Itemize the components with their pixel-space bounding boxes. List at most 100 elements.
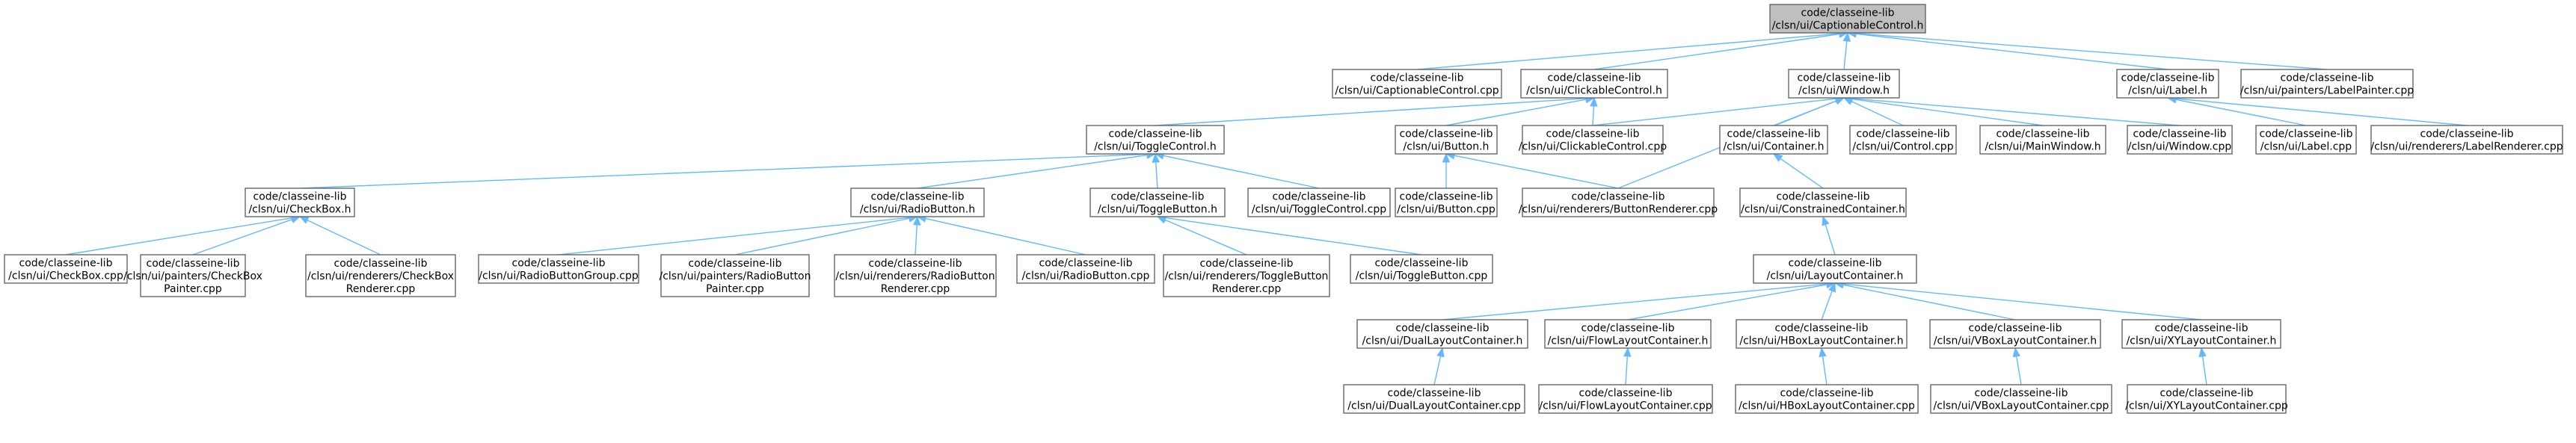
file-node-clickh[interactable]: code/classeine-lib/clsn/ui/ClickableCont… — [1520, 69, 1668, 99]
file-node-xycpp[interactable]: code/classeine-lib/clsn/ui/XYLayoutConta… — [2125, 384, 2288, 414]
edge-arrowhead — [298, 216, 310, 224]
edge-line — [1842, 284, 2016, 320]
file-node-radioh[interactable]: code/classeine-lib/clsn/ui/RadioButton.h — [850, 188, 985, 217]
file-node-duallayoutcpp[interactable]: code/classeine-lib/clsn/ui/DualLayoutCon… — [1343, 384, 1525, 414]
edge-line — [1163, 155, 1320, 189]
node-box — [478, 254, 639, 284]
file-node-mainwindowh[interactable]: code/classeine-lib/clsn/ui/MainWindow.h — [1979, 125, 2106, 155]
node-box — [1089, 188, 1226, 217]
dependency-edge-checkboxcpp-to-checkboxh — [65, 214, 301, 255]
file-node-containerh[interactable]: code/classeine-lib/clsn/ui/Container.h — [1719, 125, 1828, 155]
dependency-edge-hboxh-to-layouth — [1821, 282, 1836, 320]
dependency-edge-radiopainter-to-radioh — [734, 214, 919, 255]
file-node-toggleh[interactable]: code/classeine-lib/clsn/ui/ToggleControl… — [1086, 125, 1225, 155]
edge-line — [299, 153, 1148, 189]
dependency-edge-labelcpp-to-labelh — [2166, 96, 2307, 126]
node-label-line: /clsn/ui/VBoxLayoutContainer.h — [1934, 335, 2097, 347]
file-node-constrainedh[interactable]: code/classeine-lib/clsn/ui/ConstrainedCo… — [1739, 188, 1907, 217]
node-label-line: code/classeine-lib — [1975, 388, 2068, 400]
file-node-checkboxrenderer[interactable]: code/classeine-lib/clsn/ui/renderers/Che… — [305, 254, 456, 297]
file-node-windowcpp[interactable]: code/classeine-lib/clsn/ui/Window.cpp — [2127, 125, 2233, 155]
node-label-line: /clsn/ui/XYLayoutContainer.cpp — [2125, 400, 2288, 412]
node-label-line: code/classeine-lib — [253, 191, 347, 203]
node-box — [2255, 125, 2357, 155]
file-node-clickcpp[interactable]: code/classeine-lib/clsn/ui/ClickableCont… — [1519, 125, 1667, 155]
dependency-edge-radioh-to-toggleh — [917, 151, 1157, 189]
file-node-hboxcpp[interactable]: code/classeine-lib/clsn/ui/HBoxLayoutCon… — [1735, 384, 1919, 414]
node-label-line: code/classeine-lib — [1548, 72, 1641, 84]
dependency-edge-hboxcpp-to-hboxh — [1819, 347, 1828, 385]
edge-line — [1851, 98, 2044, 126]
node-label-line: code/classeine-lib — [869, 258, 962, 270]
node-label-line: /clsn/ui/ClickableControl.h — [1526, 85, 1662, 97]
node-box — [850, 188, 985, 217]
file-node-windowh[interactable]: code/classeine-lib/clsn/ui/Window.h — [1788, 69, 1900, 99]
file-node-radiorenderer[interactable]: code/classeine-lib/clsn/ui/renderers/Rad… — [834, 254, 997, 297]
edge-arrowhead — [913, 215, 921, 226]
file-node-hboxh[interactable]: code/classeine-lib/clsn/ui/HBoxLayoutCon… — [1736, 319, 1908, 349]
edge-arrowhead — [1828, 282, 1836, 293]
file-node-labelpainter[interactable]: code/classeine-lib/clsn/ui/painters/Labe… — [2240, 69, 2414, 99]
node-box — [834, 254, 997, 297]
edge-line — [1164, 219, 1247, 255]
edge-arrowhead — [1822, 215, 1830, 226]
edge-line — [1592, 98, 1836, 126]
node-box — [2127, 384, 2287, 414]
file-node-radiocpp[interactable]: code/classeine-lib/clsn/ui/RadioButton.c… — [1016, 254, 1155, 284]
node-label-line: code/classeine-lib — [334, 258, 428, 270]
file-node-capcpp[interactable]: code/classeine-lib/clsn/ui/CaptionableCo… — [1332, 69, 1502, 99]
edge-arrowhead — [1834, 97, 1845, 105]
file-node-radiopainter[interactable]: code/classeine-lib/clsn/ui/painters/Radi… — [660, 254, 811, 297]
file-node-controlcpp[interactable]: code/classeine-lib/clsn/ui/Control.cpp — [1849, 125, 1957, 155]
file-node-vboxcpp[interactable]: code/classeine-lib/clsn/ui/VBoxLayoutCon… — [1930, 384, 2112, 414]
edge-arrowhead — [1590, 96, 1598, 107]
dependency-edge-checkboxh-to-toggleh — [299, 150, 1157, 189]
node-box — [1522, 188, 1715, 217]
file-node-xyh[interactable]: code/classeine-lib/clsn/ui/XYLayoutConta… — [2121, 319, 2281, 349]
dependency-edge-flowlayoutcpp-to-flowlayouth — [1623, 347, 1632, 385]
node-box — [1163, 254, 1330, 297]
node-box — [1930, 384, 2112, 414]
file-node-togglecpp[interactable]: code/classeine-lib/clsn/ui/ToggleControl… — [1247, 188, 1391, 217]
node-box — [1332, 69, 1502, 99]
node-label-line: code/classeine-lib — [2260, 128, 2353, 140]
file-node-vboxh[interactable]: code/classeine-lib/clsn/ui/VBoxLayoutCon… — [1929, 319, 2101, 349]
file-node-buttonh[interactable]: code/classeine-lib/clsn/ui/Button.h — [1395, 125, 1498, 155]
node-box — [1929, 319, 2101, 349]
node-label-line: /clsn/ui/renderers/LabelRenderer.cpp — [2370, 141, 2563, 153]
node-label-line: code/classeine-lib — [1111, 191, 1205, 203]
node-label-line: code/classeine-lib — [1789, 258, 1882, 270]
file-node-togglebtnrenderer[interactable]: code/classeine-lib/clsn/ui/renderers/Tog… — [1163, 254, 1330, 297]
edge-line — [1822, 356, 1828, 385]
file-node-checkboxh[interactable]: code/classeine-lib/clsn/ui/CheckBox.h — [245, 188, 355, 217]
node-label-line: code/classeine-lib — [1200, 258, 1294, 270]
node-label-line: Renderer.cpp — [1212, 283, 1282, 295]
file-node-checkboxcpp[interactable]: code/classeine-lib/clsn/ui/CheckBox.cpp — [4, 254, 128, 284]
node-box — [660, 254, 810, 297]
file-node-duallayouth[interactable]: code/classeine-lib/clsn/ui/DualLayoutCon… — [1356, 319, 1528, 349]
file-node-flowlayouth[interactable]: code/classeine-lib/clsn/ui/FlowLayoutCon… — [1544, 319, 1712, 349]
node-label-line: code/classeine-lib — [147, 258, 240, 270]
file-node-radiogroup[interactable]: code/classeine-lib/clsn/ui/RadioButtonGr… — [478, 254, 639, 284]
file-node-flowlayoutcpp[interactable]: code/classeine-lib/clsn/ui/FlowLayoutCon… — [1538, 384, 1713, 414]
edge-arrowhead — [1819, 347, 1827, 358]
file-node-buttonrenderer[interactable]: code/classeine-lib/clsn/ui/renderers/But… — [1519, 188, 1718, 217]
node-label-line: /clsn/ui/VBoxLayoutContainer.cpp — [1934, 400, 2109, 412]
edge-line — [558, 217, 910, 255]
node-label-line: Painter.cpp — [706, 283, 764, 295]
node-label-line: /clsn/ui/RadioButtonGroup.cpp — [479, 270, 639, 282]
node-label-line: /clsn/ui/Window.cpp — [2128, 141, 2232, 153]
file-node-labelrenderer[interactable]: code/classeine-lib/clsn/ui/renderers/Lab… — [2370, 125, 2563, 155]
file-node-togglebtncpp[interactable]: code/classeine-lib/clsn/ui/ToggleButton.… — [1350, 254, 1493, 284]
file-node-layouth[interactable]: code/classeine-lib/clsn/ui/LayoutContain… — [1753, 254, 1917, 284]
dependency-edge-flowlayouth-to-layouth — [1627, 280, 1836, 320]
file-node-checkboxpainter[interactable]: code/classeine-lib/clsn/ui/painters/Chec… — [123, 254, 262, 297]
file-node-togglebtnh[interactable]: code/classeine-lib/clsn/ui/ToggleButton.… — [1089, 188, 1226, 217]
node-box — [1735, 384, 1919, 414]
file-node-buttoncpp[interactable]: code/classeine-lib/clsn/ui/Button.cpp — [1395, 188, 1498, 217]
node-label-line: /clsn/ui/Window.h — [1798, 85, 1890, 97]
file-node-labelcpp[interactable]: code/classeine-lib/clsn/ui/Label.cpp — [2255, 125, 2357, 155]
node-label-line: /clsn/ui/renderers/ButtonRenderer.cpp — [1519, 204, 1718, 216]
file-node-labelh[interactable]: code/classeine-lib/clsn/ui/Label.h — [2116, 69, 2219, 99]
